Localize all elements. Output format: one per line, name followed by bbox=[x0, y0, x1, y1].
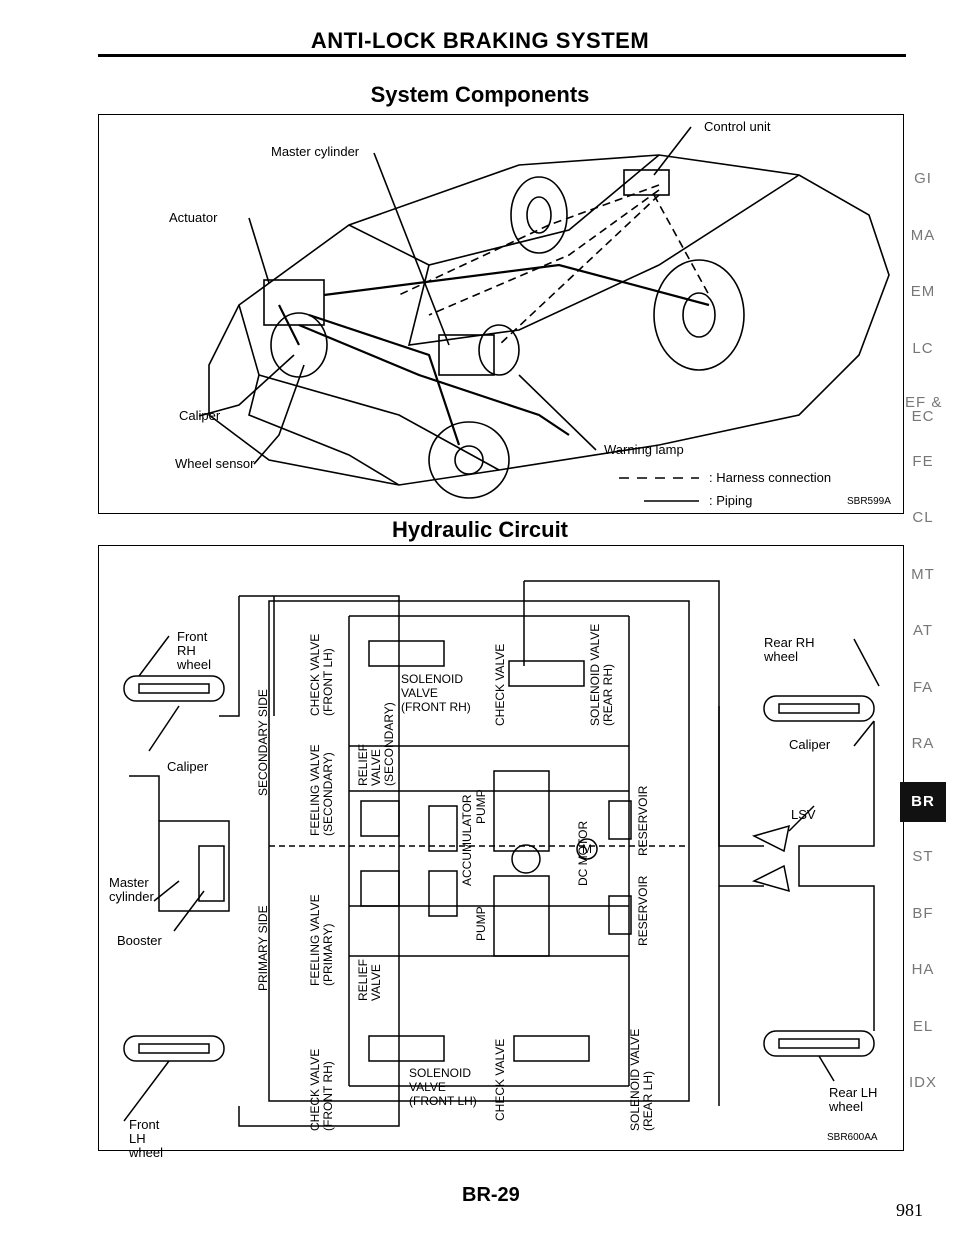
label-pump-bottom: PUMP bbox=[474, 906, 488, 941]
label-check-valve-front-lh: CHECK VALVE (FRONT LH) bbox=[308, 633, 335, 716]
tab-st[interactable]: ST bbox=[912, 848, 934, 865]
system-components-figure: Master cylinder Actuator Caliper Wheel s… bbox=[98, 114, 904, 514]
car-illustration bbox=[198, 126, 890, 502]
hydraulic-circuit-figure: Front RH wheel Caliper Master cylinder B… bbox=[98, 545, 904, 1160]
label-reservoir-top: RESERVOIR bbox=[636, 785, 650, 856]
label-wheel-sensor: Wheel sensor bbox=[175, 456, 255, 471]
page-label: BR-29 bbox=[462, 1184, 520, 1206]
hydraulic-diagram bbox=[123, 580, 880, 1127]
label-reservoir-bottom: RESERVOIR bbox=[636, 875, 650, 946]
page-number: 981 bbox=[896, 1200, 923, 1220]
label-solenoid-valve-front-rh: SOLENOID VALVE (FRONT RH) bbox=[401, 672, 471, 714]
label-secondary-side: SECONDARY SIDE bbox=[256, 689, 270, 796]
section-title-system-components: System Components bbox=[370, 82, 590, 107]
label-pump-top: PUMP bbox=[474, 789, 488, 824]
label-solenoid-valve-front-lh: SOLENOID VALVE (FRONT LH) bbox=[409, 1066, 477, 1108]
label-feeling-valve-secondary: FEELING VALVE (SECONDARY) bbox=[308, 744, 335, 836]
label-front-lh-wheel: Front LH wheel bbox=[129, 1117, 163, 1160]
tab-ra[interactable]: RA bbox=[911, 735, 935, 752]
header-rule bbox=[98, 54, 906, 57]
label-master-cylinder: Master cylinder bbox=[271, 144, 360, 159]
label-actuator: Actuator bbox=[169, 210, 218, 225]
tab-ef-ec[interactable]: EF & EC bbox=[905, 394, 943, 425]
label-control-unit: Control unit bbox=[704, 119, 771, 134]
tab-lc[interactable]: LC bbox=[912, 339, 934, 357]
label-solenoid-valve-rear-rh: SOLENOID VALVE (REAR RH) bbox=[588, 623, 615, 726]
tab-fa[interactable]: FA bbox=[912, 678, 934, 696]
label-booster: Booster bbox=[117, 933, 162, 948]
label-warning-lamp: Warning lamp bbox=[604, 442, 684, 457]
label-check-valve-top: CHECK VALVE bbox=[493, 643, 507, 726]
page-title: ANTI-LOCK BRAKING SYSTEM bbox=[310, 28, 650, 53]
label-front-rh-wheel-text: Front RH wheel bbox=[177, 629, 211, 672]
label-accumulator: ACCUMULATOR bbox=[460, 794, 474, 886]
label-front-rh-wheel: Front RH wheel bbox=[177, 630, 211, 672]
tab-ha[interactable]: HA bbox=[911, 961, 935, 978]
label-rear-rh-wheel: Rear RH wheel bbox=[764, 635, 815, 664]
tab-br[interactable]: BR bbox=[900, 781, 946, 822]
label-motor-symbol: M bbox=[582, 842, 592, 856]
label-solenoid-valve-rear-lh: SOLENOID VALVE (REAR LH) bbox=[628, 1028, 655, 1131]
tab-gi[interactable]: GI bbox=[914, 170, 932, 187]
label-check-valve-front-rh: CHECK VALVE (FRONT RH) bbox=[308, 1048, 335, 1131]
label-check-valve-bottom: CHECK VALVE bbox=[493, 1038, 507, 1121]
label-relief-valve: RELIEF VALVE bbox=[356, 958, 383, 1001]
legend-piping: : Piping bbox=[709, 493, 753, 508]
label-lsv: LSV bbox=[791, 807, 816, 822]
tab-el[interactable]: EL bbox=[912, 1017, 934, 1035]
label-primary-side: PRIMARY SIDE bbox=[256, 905, 270, 991]
tab-mt[interactable]: MT bbox=[911, 565, 935, 583]
label-caliper-right: Caliper bbox=[789, 737, 831, 752]
label-master-cylinder: Master cylinder bbox=[109, 875, 154, 904]
tab-at[interactable]: AT bbox=[912, 622, 934, 639]
legend-harness-connection: : Harness connection bbox=[709, 470, 832, 485]
section-title-hydraulic-circuit: Hydraulic Circuit bbox=[391, 517, 569, 542]
tab-idx[interactable]: IDX bbox=[908, 1074, 937, 1091]
label-rear-lh-wheel: Rear LH wheel bbox=[829, 1085, 878, 1114]
tab-ma[interactable]: MA bbox=[910, 226, 936, 244]
tab-fe[interactable]: FE bbox=[912, 452, 934, 470]
label-feeling-valve-primary: FEELING VALVE (PRIMARY) bbox=[308, 894, 335, 986]
tab-cl[interactable]: CL bbox=[912, 509, 934, 526]
label-relief-valve-secondary: RELIEF VALVE (SECONDARY) bbox=[356, 702, 396, 786]
figure-code: SBR599A bbox=[847, 496, 891, 507]
tab-bf[interactable]: BF bbox=[912, 904, 934, 922]
figure-code: SBR600AA bbox=[827, 1132, 878, 1143]
tab-em[interactable]: EM bbox=[910, 283, 936, 300]
label-caliper-left: Caliper bbox=[167, 759, 209, 774]
label-caliper: Caliper bbox=[179, 408, 221, 423]
